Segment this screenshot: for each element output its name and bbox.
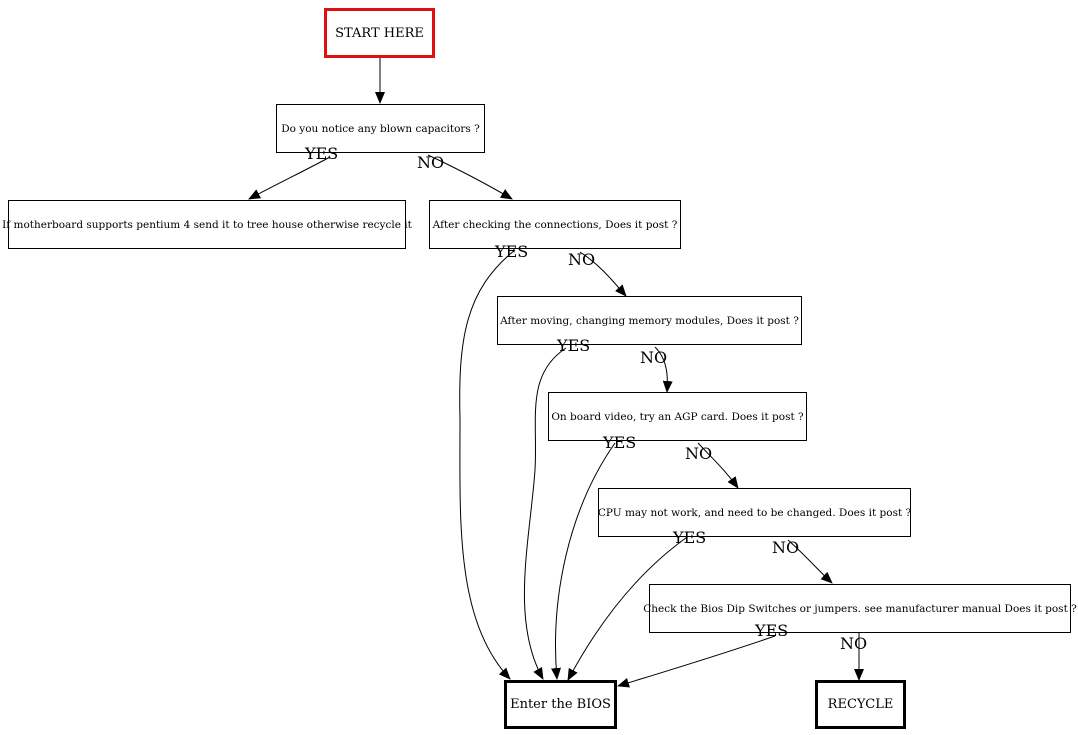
video-yes-label: YES [603, 433, 637, 452]
recycle-node: RECYCLE [815, 680, 906, 729]
enter-bios-node: Enter the BIOS [504, 680, 617, 729]
edge-cpu-no [787, 539, 833, 584]
switches-no-label: NO [840, 634, 868, 653]
cpu-no-label: NO [772, 538, 800, 557]
bios-switches-question-node: Check the Bios Dip Switches or jumpers. … [643, 584, 1077, 633]
edge-memory-no [654, 346, 673, 393]
edge-capacitors-yes [248, 156, 331, 200]
edge-video-no [697, 442, 739, 489]
capacitors-question-node: Do you notice any blown capacitors ? [276, 104, 485, 153]
edge-switches-yes [617, 635, 776, 688]
connections-no-label: NO [568, 250, 596, 269]
edge-video-yes [551, 442, 616, 680]
video-question-node: On board video, try an AGP card. Does it… [548, 392, 807, 441]
edge-capacitors-no [427, 154, 513, 200]
video-no-label: NO [685, 444, 713, 463]
memory-question-node: After moving, changing memory modules, D… [497, 296, 802, 345]
connections-question-node: After checking the connections, Does it … [429, 200, 681, 249]
memory-yes-label: YES [557, 336, 591, 355]
edge-connections-yes [459, 249, 516, 680]
cpu-yes-label: YES [673, 528, 707, 547]
switches-yes-label: YES [755, 621, 789, 640]
edge-cpu-yes [567, 534, 691, 681]
edge-connections-no [579, 251, 627, 297]
cpu-question-node: CPU may not work, and need to be changed… [598, 488, 911, 537]
capacitors-no-label: NO [417, 153, 445, 172]
capacitors-yes-label: YES [305, 144, 339, 163]
start-node: START HERE [324, 8, 435, 58]
connections-yes-label: YES [495, 242, 529, 261]
pentium-instruction-node: If motherboard supports pentium 4 send i… [2, 200, 412, 249]
memory-no-label: NO [640, 348, 668, 367]
edge-memory-yes [523, 347, 567, 680]
